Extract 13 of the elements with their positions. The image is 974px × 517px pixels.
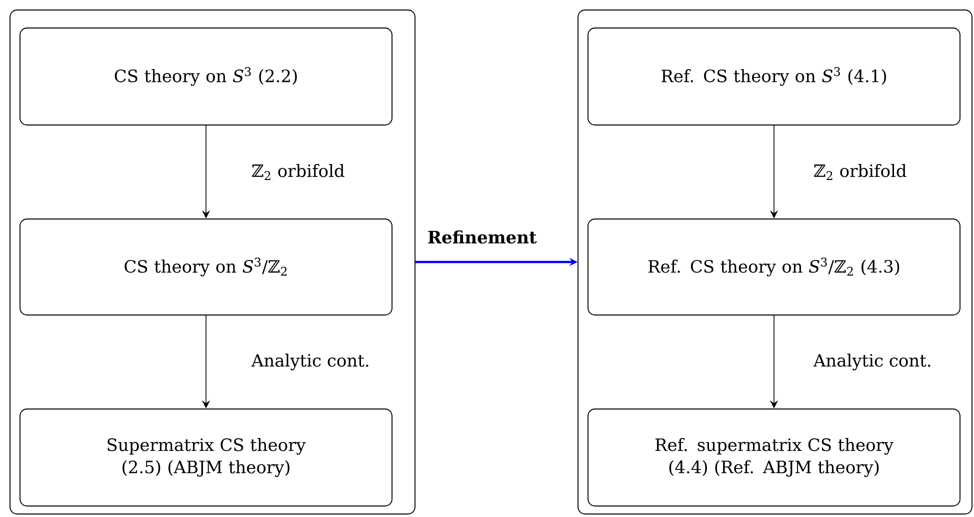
edge-label: Analytic cont. bbox=[812, 352, 934, 372]
edge-label: ℤ$_{2}$ orbifold bbox=[812, 162, 908, 182]
process-box: Supermatrix CS theory (2.5) (ABJM theory) bbox=[20, 408, 392, 506]
edge-label: ℤ$_{2}$ orbifold bbox=[250, 162, 346, 182]
panel-frame bbox=[578, 10, 972, 514]
panel-frame bbox=[10, 10, 416, 514]
process-box: Ref. CS theory on S$^{3}$ (4.1) bbox=[588, 28, 960, 126]
process-box: Ref. supermatrix CS theory (4.4) (Ref. ABJM theory) bbox=[588, 408, 960, 506]
process-box: CS theory on S$^{3}$ (2.2) bbox=[20, 28, 392, 126]
process-box: CS theory on S$^{3}$/ℤ$_{2}$ bbox=[20, 218, 392, 316]
edge-label: Refinement bbox=[426, 229, 538, 245]
edge-label: Analytic cont. bbox=[250, 352, 372, 372]
process-box: Ref. CS theory on S$^{3}$/ℤ$_{2}$ (4.3) bbox=[588, 218, 960, 316]
